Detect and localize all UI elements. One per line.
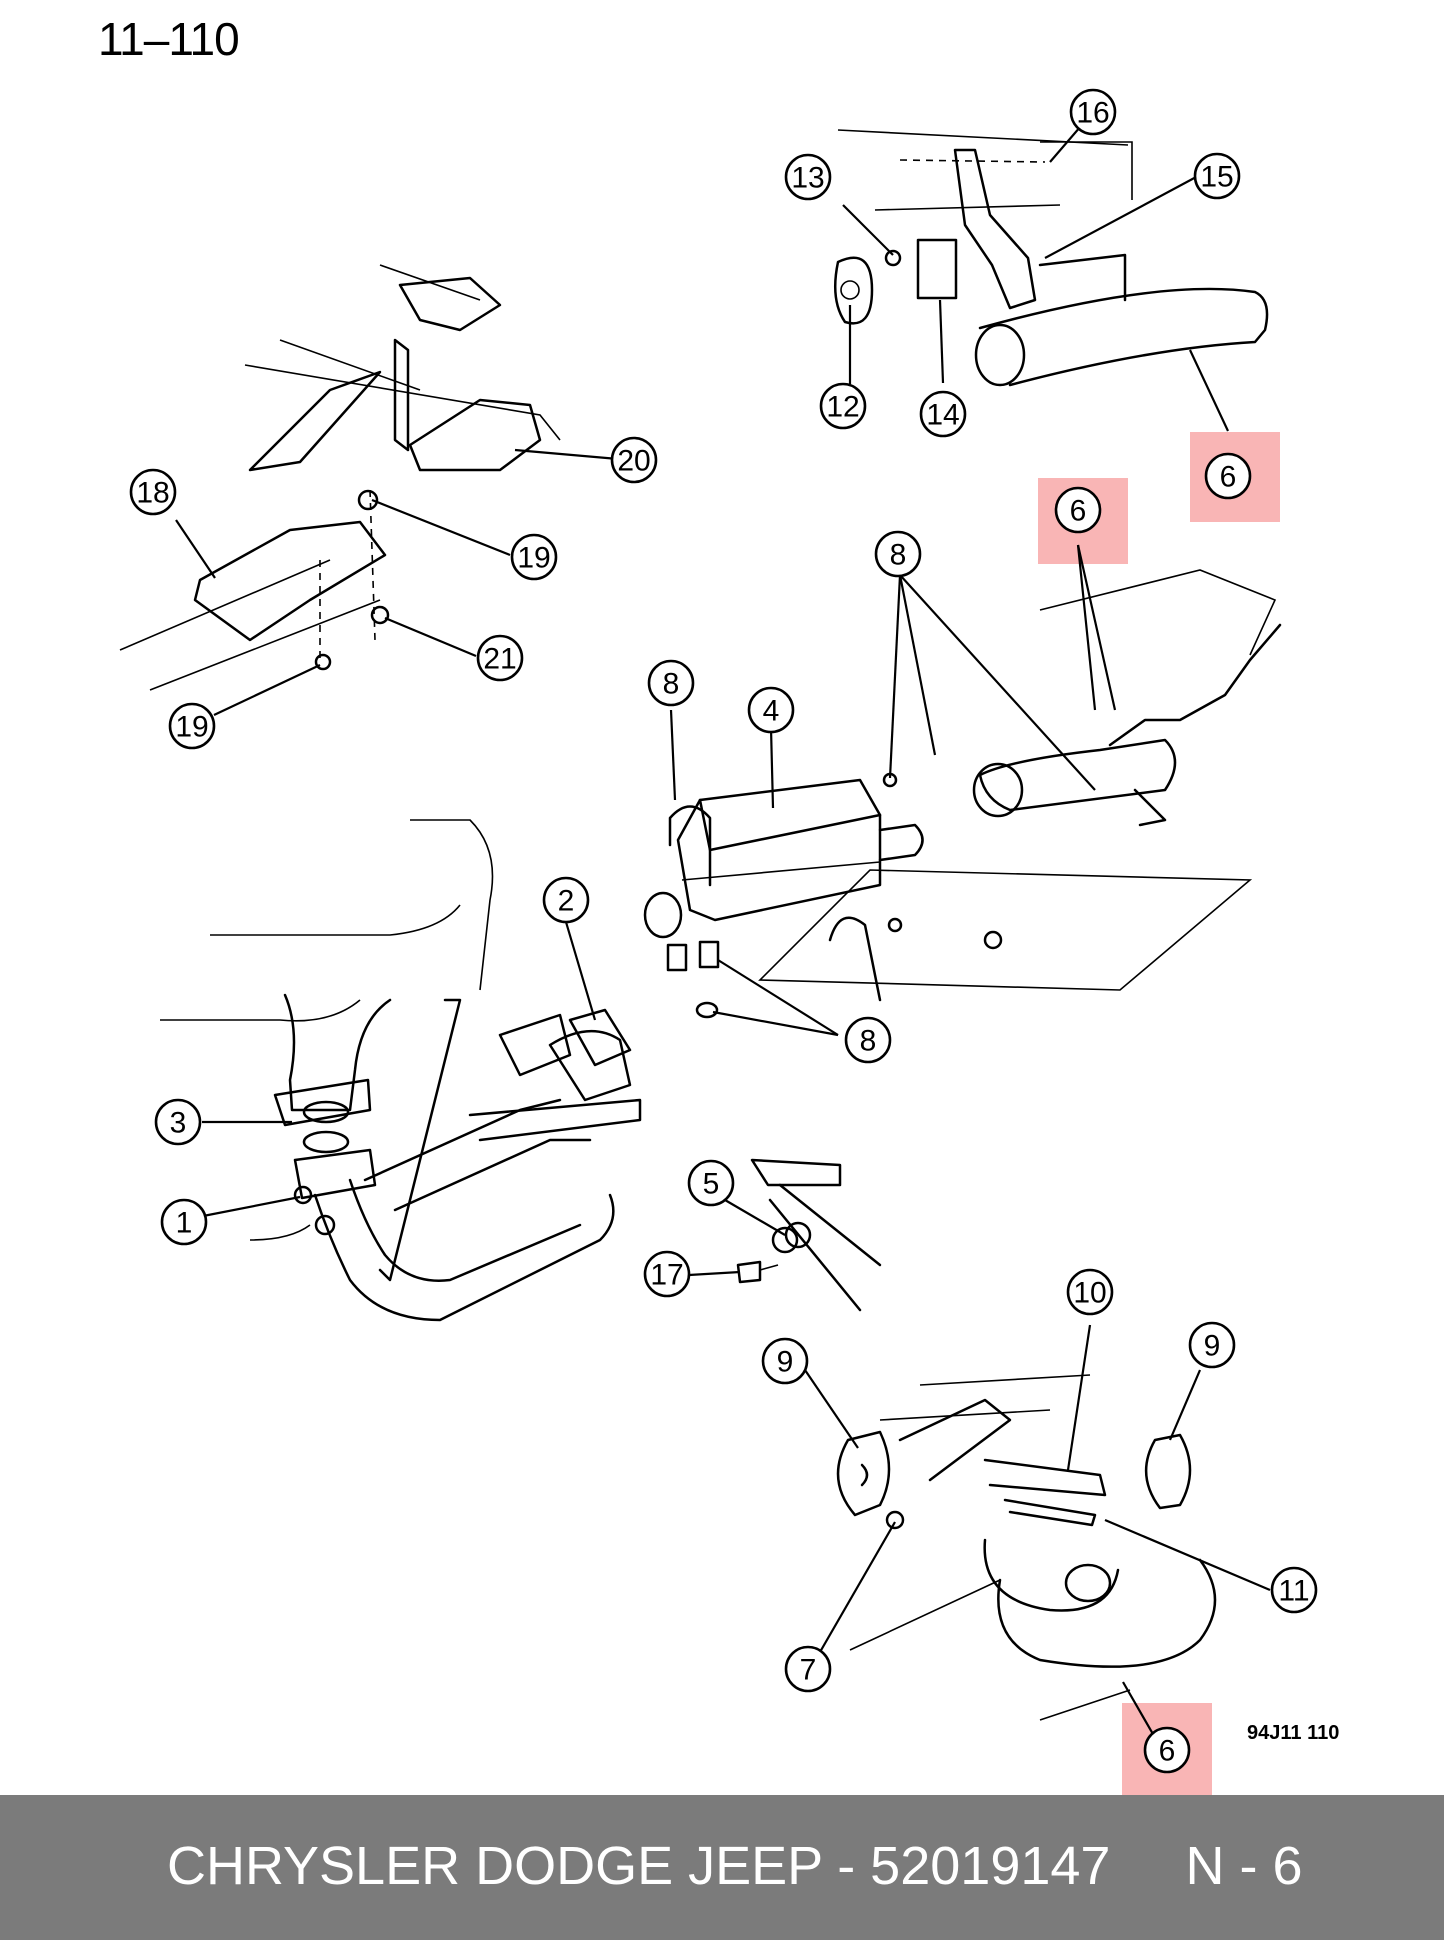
callout-19-upper: 19 [510, 533, 558, 581]
svg-text:6: 6 [1070, 495, 1087, 528]
svg-text:11: 11 [1278, 1575, 1309, 1608]
callout-5: 5 [687, 1159, 735, 1207]
callout-10: 10 [1066, 1268, 1114, 1316]
svg-text:10: 10 [1073, 1277, 1106, 1310]
callout-8-upper-left: 8 [647, 659, 695, 707]
muffler-assembly [643, 569, 1282, 1019]
callout-6-top: 6 [1204, 452, 1252, 500]
callout-17: 17 [643, 1250, 691, 1298]
svg-text:19: 19 [175, 711, 208, 744]
leader-lines [175, 111, 1271, 1756]
callout-18: 18 [129, 468, 177, 516]
callout-15: 15 [1193, 152, 1241, 200]
callout-2: 2 [542, 876, 590, 924]
svg-text:6: 6 [1220, 461, 1237, 494]
callout-6-bottom: 6 [1143, 1726, 1191, 1774]
callout-9-left: 9 [761, 1337, 809, 1385]
svg-text:8: 8 [890, 539, 907, 572]
callout-3: 3 [154, 1098, 202, 1146]
callout-8-upper-right: 8 [874, 530, 922, 578]
svg-text:2: 2 [558, 885, 575, 918]
svg-text:4: 4 [763, 695, 780, 728]
page-number: 11–110 [98, 13, 240, 65]
svg-text:14: 14 [926, 399, 959, 432]
svg-text:17: 17 [650, 1259, 683, 1292]
svg-text:7: 7 [800, 1654, 817, 1687]
svg-text:16: 16 [1076, 97, 1109, 130]
tailpipe-hanger-detail [833, 129, 1269, 387]
callout-6-mid: 6 [1054, 486, 1102, 534]
callout-7: 7 [784, 1645, 832, 1693]
svg-text:1: 1 [176, 1207, 193, 1240]
footer-part-label: CHRYSLER DODGE JEEP - 52019147 N - 6 [167, 1836, 1303, 1896]
exhaust-front-pipe [160, 819, 642, 1322]
heat-shield-detail [119, 264, 561, 691]
svg-text:5: 5 [703, 1168, 720, 1201]
callout-12: 12 [819, 382, 867, 430]
svg-text:20: 20 [617, 445, 650, 478]
catalytic-converter-hanger-detail [836, 1374, 1217, 1721]
svg-text:6: 6 [1159, 1735, 1176, 1768]
callout-4: 4 [747, 686, 795, 734]
svg-text:18: 18 [136, 477, 169, 510]
callout-9-right: 9 [1188, 1321, 1236, 1369]
callout-14: 14 [919, 390, 967, 438]
svg-text:19: 19 [517, 542, 550, 575]
callout-19-lower: 19 [168, 702, 216, 750]
svg-text:21: 21 [483, 643, 516, 676]
callout-16: 16 [1069, 88, 1117, 136]
svg-text:8: 8 [860, 1025, 877, 1058]
callout-13: 13 [784, 153, 832, 201]
callout-8-lower: 8 [844, 1016, 892, 1064]
svg-text:13: 13 [791, 162, 824, 195]
exhaust-system-diagram: 16 15 13 12 14 6 20 18 19 6 8 21 19 8 4 … [119, 88, 1318, 1795]
callout-11: 11 [1270, 1566, 1318, 1614]
footer-bar: CHRYSLER DODGE JEEP - 52019147 N - 6 [0, 1795, 1444, 1940]
callout-21: 21 [476, 634, 524, 682]
svg-text:3: 3 [170, 1107, 187, 1140]
svg-text:15: 15 [1200, 161, 1233, 194]
drawing-code: 94J11 110 [1247, 1722, 1340, 1744]
svg-text:9: 9 [1204, 1330, 1221, 1363]
svg-text:9: 9 [777, 1346, 794, 1379]
callout-1: 1 [160, 1198, 208, 1246]
svg-text:12: 12 [826, 391, 859, 424]
svg-text:8: 8 [663, 668, 680, 701]
flange-bolt-detail [736, 1158, 882, 1312]
callout-20: 20 [610, 436, 658, 484]
